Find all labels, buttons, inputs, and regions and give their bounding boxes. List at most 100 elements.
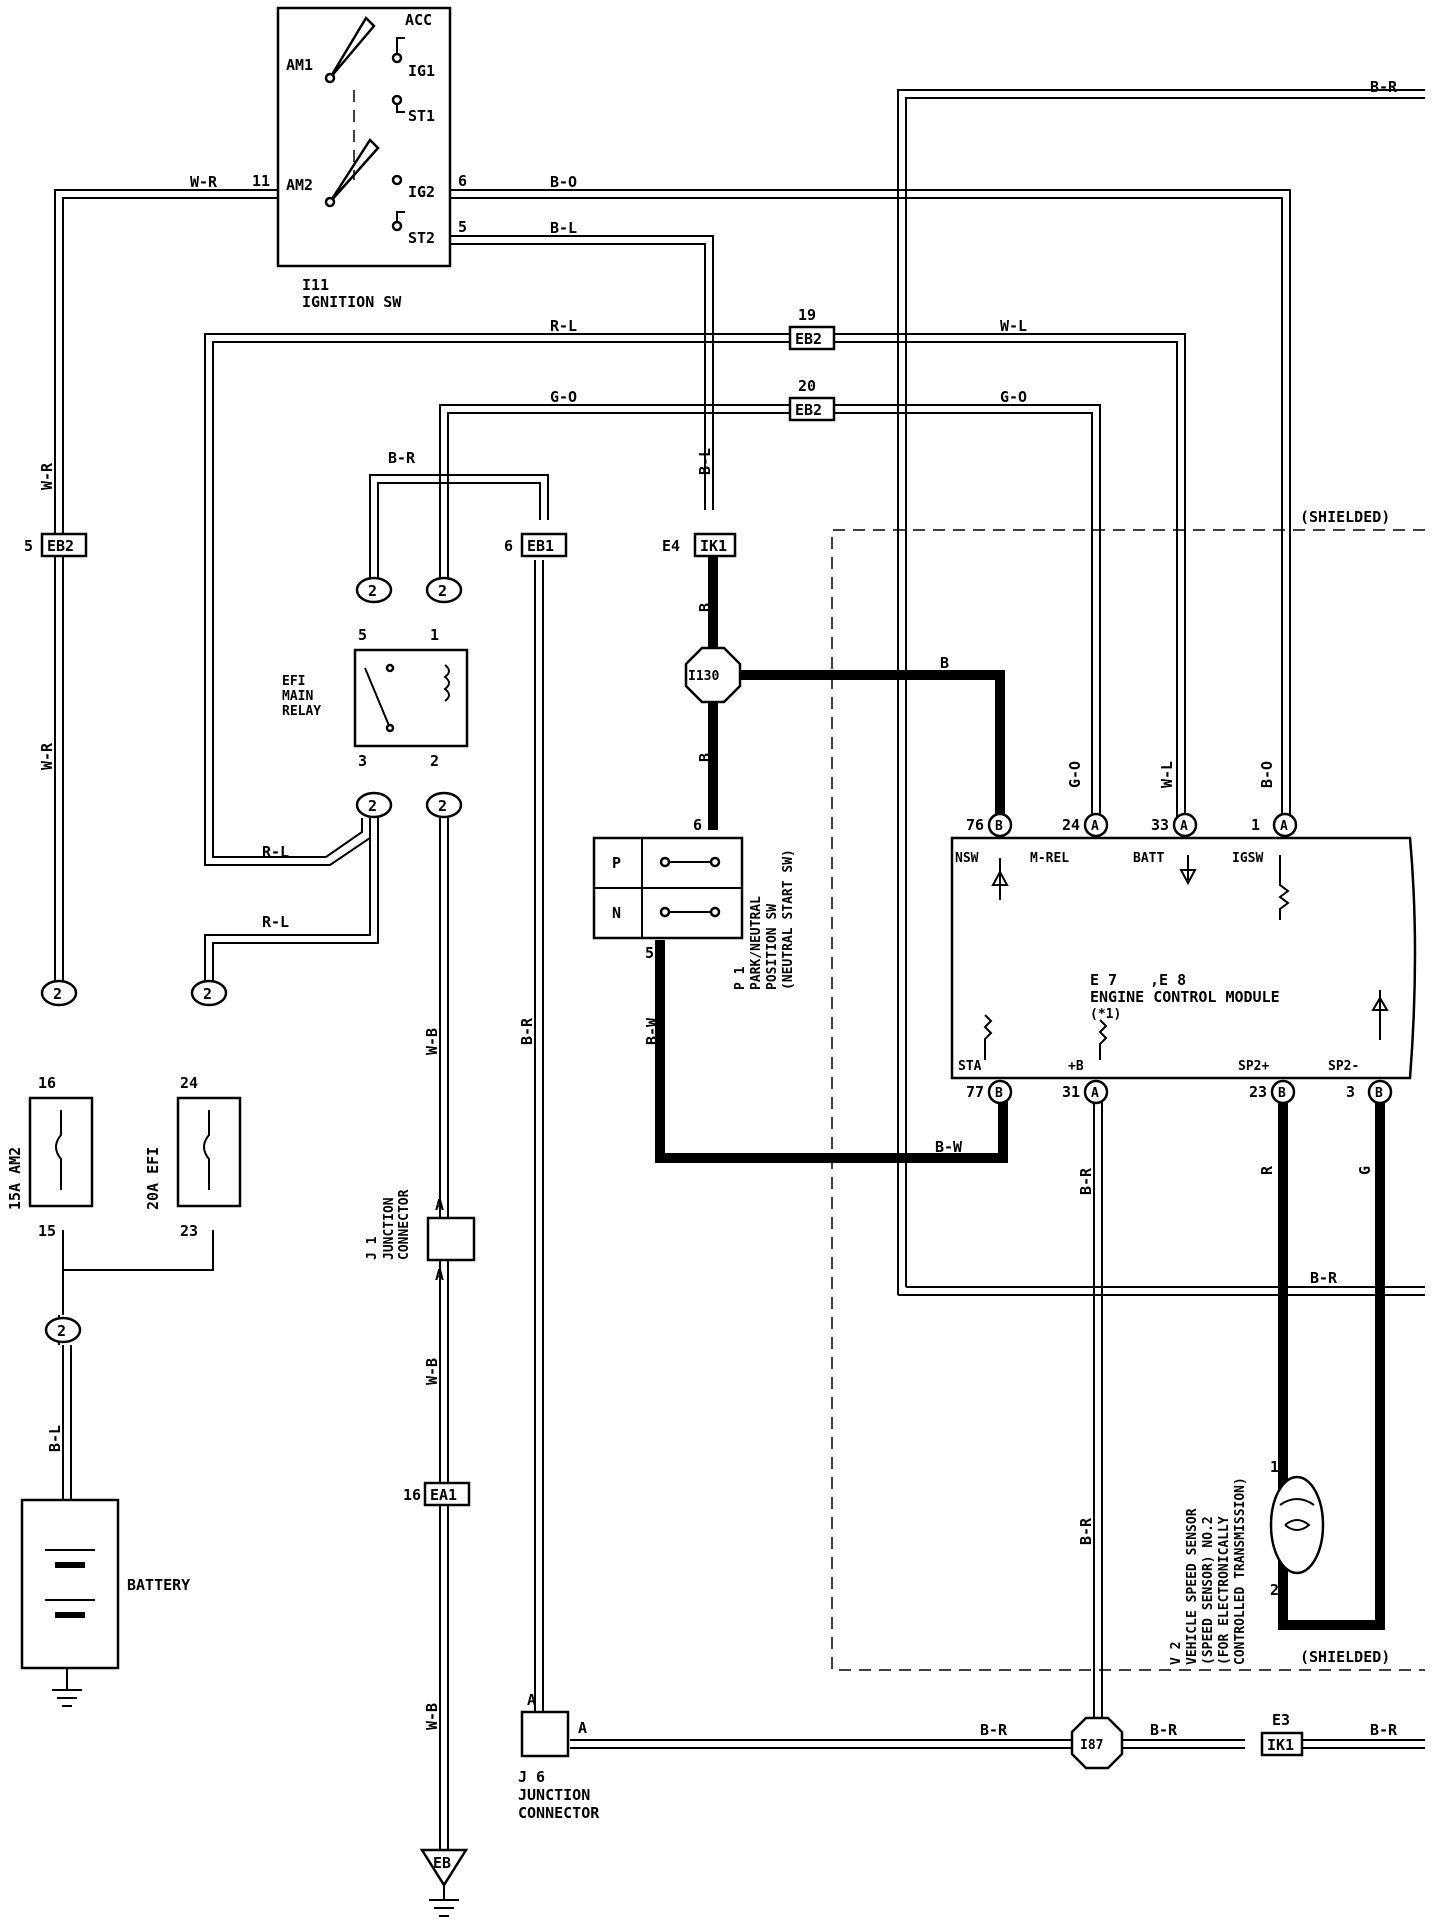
svg-text:A: A	[527, 1691, 536, 1709]
ecm-pin-conn-letter: B	[1278, 1086, 1286, 1101]
svg-text:16: 16	[38, 1074, 56, 1092]
ign-ig1-label: IG1	[408, 62, 435, 80]
efi-main-relay: EFI MAIN RELAY 5 1 3 2	[282, 626, 469, 770]
ecm-pin-connector	[987, 1079, 1013, 1105]
fuse-am2: 16 15 15A AM2	[6, 1074, 94, 1240]
ecm-pin-name: BATT	[1133, 851, 1164, 866]
svg-text:2: 2	[368, 797, 377, 815]
svg-text:W-L: W-L	[1000, 317, 1027, 335]
conn-ik1-e4: IK1	[700, 537, 727, 555]
ecm-pin-name: IGSW	[1232, 851, 1263, 866]
svg-text:16: 16	[403, 1486, 421, 1504]
svg-text:(FOR ELECTRONICALLY: (FOR ELECTRONICALLY	[1217, 1516, 1232, 1665]
svg-text:R-L: R-L	[550, 317, 577, 335]
svg-text:EB: EB	[433, 1854, 451, 1872]
svg-text:23: 23	[180, 1222, 198, 1240]
j1-connector: A A J 1 JUNCTION CONNECTOR	[365, 1189, 476, 1284]
thick-wires	[708, 555, 1385, 1630]
svg-text:W-R: W-R	[38, 742, 56, 770]
battery: BATTERY	[20, 1498, 190, 1707]
svg-text:B-L: B-L	[550, 219, 577, 237]
svg-text:CONTROLLED TRANSMISSION): CONTROLLED TRANSMISSION)	[1233, 1477, 1248, 1665]
conn-eb2-5: EB2	[47, 537, 74, 555]
svg-text:N: N	[612, 904, 621, 922]
conn-eb1-6: EB1	[527, 537, 554, 555]
ecm-pins: B76NSWA24M-RELA33BATTA1IGSWB77STAA31+BB2…	[955, 812, 1393, 1105]
circle-connectors: 2 2 2 2 2 2 2	[40, 576, 463, 1344]
svg-text:G: G	[1356, 1166, 1374, 1175]
svg-text:B: B	[696, 753, 714, 762]
ecm-pin-number: 3	[1346, 1083, 1355, 1101]
ecm-pin-connector	[1270, 1079, 1296, 1105]
svg-text:,E 8: ,E 8	[1150, 971, 1186, 989]
svg-text:RELAY: RELAY	[282, 704, 321, 719]
svg-text:J 6: J 6	[518, 1768, 545, 1786]
conn-ea1-16: EA1	[430, 1486, 457, 1504]
svg-text:B-R: B-R	[1077, 1517, 1095, 1545]
conn-eb2-19: EB2	[795, 330, 822, 348]
svg-text:B-L: B-L	[46, 1425, 64, 1452]
svg-text:A: A	[435, 1196, 444, 1214]
ign-id: I11	[302, 276, 329, 294]
svg-text:2: 2	[1270, 1581, 1279, 1599]
ecm-pin-conn-letter: B	[1375, 1086, 1383, 1101]
ecm-pin-conn-letter: A	[1091, 819, 1099, 834]
svg-text:V 2: V 2	[1169, 1642, 1184, 1665]
svg-text:24: 24	[180, 1074, 198, 1092]
svg-text:A: A	[578, 1719, 587, 1737]
svg-text:W-B: W-B	[423, 1703, 441, 1730]
svg-text:W-L: W-L	[1158, 761, 1176, 788]
svg-text:CONNECTOR: CONNECTOR	[518, 1804, 600, 1822]
connectors: EB2 5 EB2 19 EB2 20 EB1 6 IK1 E4 EA1 16 …	[24, 306, 1304, 1770]
fuse-am2-label: 15A AM2	[6, 1147, 24, 1210]
svg-text:A: A	[435, 1266, 444, 1284]
ecm-pin-conn-letter: B	[995, 1086, 1003, 1101]
svg-text:B-R: B-R	[980, 1721, 1008, 1739]
svg-text:CONNECTOR: CONNECTOR	[397, 1189, 412, 1260]
svg-text:B-R: B-R	[1077, 1167, 1095, 1195]
svg-text:B-L: B-L	[696, 448, 714, 475]
svg-text:W-R: W-R	[190, 173, 218, 191]
svg-text:R: R	[1258, 1165, 1276, 1175]
ign-lever-1	[328, 15, 376, 79]
svg-text:5: 5	[24, 537, 33, 555]
ign-acc-label: ACC	[405, 11, 432, 29]
svg-text:ENGINE CONTROL MODULE: ENGINE CONTROL MODULE	[1090, 988, 1280, 1006]
ecm-pin-number: 33	[1151, 816, 1169, 834]
svg-text:B-O: B-O	[1258, 761, 1276, 788]
svg-text:B-W: B-W	[935, 1138, 963, 1156]
svg-text:PARK/NEUTRAL: PARK/NEUTRAL	[749, 896, 764, 990]
svg-text:BATTERY: BATTERY	[127, 1576, 190, 1594]
svg-text:2: 2	[53, 985, 62, 1003]
ecm-pin-connector	[987, 812, 1013, 838]
conn-eb2-20: EB2	[795, 401, 822, 419]
svg-text:JUNCTION: JUNCTION	[518, 1786, 590, 1804]
ecm-pin-connector	[1083, 1079, 1109, 1105]
conn-i87: I87	[1080, 1738, 1103, 1753]
svg-text:15: 15	[38, 1222, 56, 1240]
svg-text:B-R: B-R	[1310, 1269, 1338, 1287]
svg-text:E3: E3	[1272, 1711, 1290, 1729]
svg-text:2: 2	[438, 797, 447, 815]
svg-text:W-B: W-B	[423, 1028, 441, 1055]
ecm-pin-number: 23	[1249, 1083, 1267, 1101]
ign-ig2-label: IG2	[408, 183, 435, 201]
svg-text:6: 6	[504, 537, 513, 555]
svg-text:(*1): (*1)	[1090, 1007, 1121, 1022]
shield-outline	[831, 529, 1425, 1671]
eb-ground: EB	[419, 1848, 469, 1917]
ign-st2-label: ST2	[408, 229, 435, 247]
svg-text:R-L: R-L	[262, 843, 289, 861]
ign-name: IGNITION SW	[302, 293, 402, 311]
ecm-pin-connector	[1172, 812, 1198, 838]
svg-text:P: P	[612, 854, 621, 872]
svg-text:W-R: W-R	[38, 462, 56, 490]
svg-text:19: 19	[798, 306, 816, 324]
ecm-pin-name: NSW	[955, 851, 979, 866]
svg-text:1: 1	[1270, 1458, 1279, 1476]
ecm-pin-name: SP2-	[1328, 1059, 1359, 1074]
svg-text:JUNCTION: JUNCTION	[382, 1197, 397, 1260]
ecm-pin-name: STA	[958, 1059, 982, 1074]
ecm-pin-name: +B	[1068, 1059, 1084, 1074]
